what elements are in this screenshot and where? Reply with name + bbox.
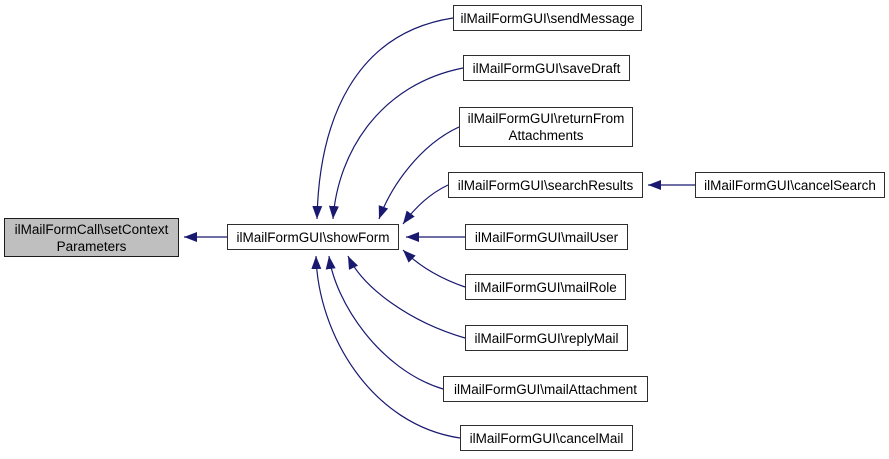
- node-label: ilMailFormGUI\saveDraft: [472, 60, 621, 76]
- node-label: ilMailFormGUI\sendMessage: [460, 10, 635, 26]
- node-setContextParameters: ilMailFormCall\setContext Parameters: [4, 218, 179, 257]
- node-cancelSearch[interactable]: ilMailFormGUI\cancelSearch: [695, 172, 885, 198]
- node-mailAttachment[interactable]: ilMailFormGUI\mailAttachment: [443, 376, 648, 402]
- node-label: ilMailFormGUI\mailAttachment: [453, 381, 638, 397]
- node-mailRole[interactable]: ilMailFormGUI\mailRole: [465, 274, 626, 300]
- node-label: ilMailFormCall\setContext: [14, 221, 169, 237]
- node-searchResults[interactable]: ilMailFormGUI\searchResults: [448, 172, 643, 198]
- edge-cancelMail-showForm: [311, 255, 461, 439]
- node-label: ilMailFormGUI\searchResults: [457, 177, 634, 193]
- node-label: Attachments: [508, 128, 584, 143]
- node-showForm[interactable]: ilMailFormGUI\showForm: [227, 224, 399, 250]
- edge-replyMail-showForm: [347, 255, 466, 339]
- edge-sendMessage-showForm: [312, 17, 454, 220]
- node-label: Parameters: [56, 238, 127, 254]
- node-label: ilMailFormGUI\cancelSearch: [704, 177, 876, 193]
- node-cancelMail[interactable]: ilMailFormGUI\cancelMail: [460, 425, 633, 451]
- node-returnFromAttachments[interactable]: ilMailFormGUI\returnFrom Attachments: [459, 107, 633, 147]
- node-label: ilMailFormGUI\returnFrom: [467, 111, 625, 126]
- edge-mailRole-showForm: [402, 249, 466, 288]
- node-label: ilMailFormGUI\mailRole: [474, 279, 617, 295]
- node-saveDraft[interactable]: ilMailFormGUI\saveDraft: [463, 55, 630, 81]
- edge-searchResults-showForm: [402, 184, 449, 225]
- node-mailUser[interactable]: ilMailFormGUI\mailUser: [465, 224, 628, 250]
- edge-saveDraft-showForm: [328, 67, 464, 220]
- node-label: ilMailFormGUI\mailUser: [474, 229, 619, 245]
- node-label: ilMailFormGUI\replyMail: [474, 330, 619, 346]
- edge-returnFromAttachments-showForm: [378, 126, 460, 220]
- node-label: ilMailFormGUI\cancelMail: [469, 430, 624, 446]
- node-label: ilMailFormGUI\showForm: [236, 229, 390, 245]
- node-sendMessage[interactable]: ilMailFormGUI\sendMessage: [453, 5, 642, 31]
- node-replyMail[interactable]: ilMailFormGUI\replyMail: [465, 325, 628, 351]
- edge-mailAttachment-showForm: [325, 255, 444, 390]
